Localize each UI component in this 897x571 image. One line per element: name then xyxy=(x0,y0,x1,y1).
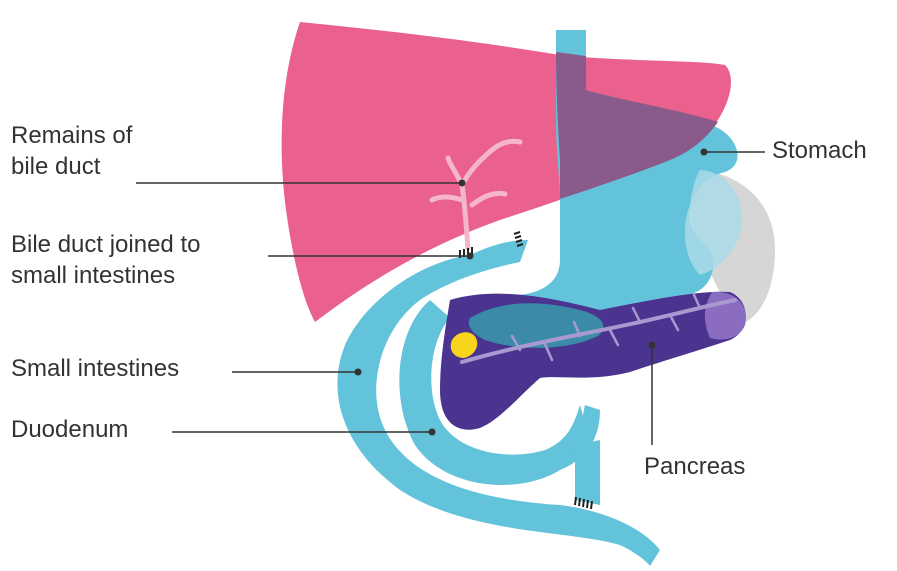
label-bile-duct-joined: Bile duct joined to small intestines xyxy=(11,229,200,291)
label-joined-line1: Bile duct joined to xyxy=(11,229,200,260)
label-remains-line2: bile duct xyxy=(11,151,132,182)
label-duodenum: Duodenum xyxy=(11,414,128,445)
label-remains-of-bile-duct: Remains of bile duct xyxy=(11,120,132,182)
label-pancreas: Pancreas xyxy=(644,451,745,482)
label-stomach: Stomach xyxy=(772,135,867,166)
lower-intestine-tail xyxy=(575,440,600,505)
label-remains-line1: Remains of xyxy=(11,120,132,151)
label-joined-line2: small intestines xyxy=(11,260,200,291)
label-small-intestines: Small intestines xyxy=(11,353,179,384)
